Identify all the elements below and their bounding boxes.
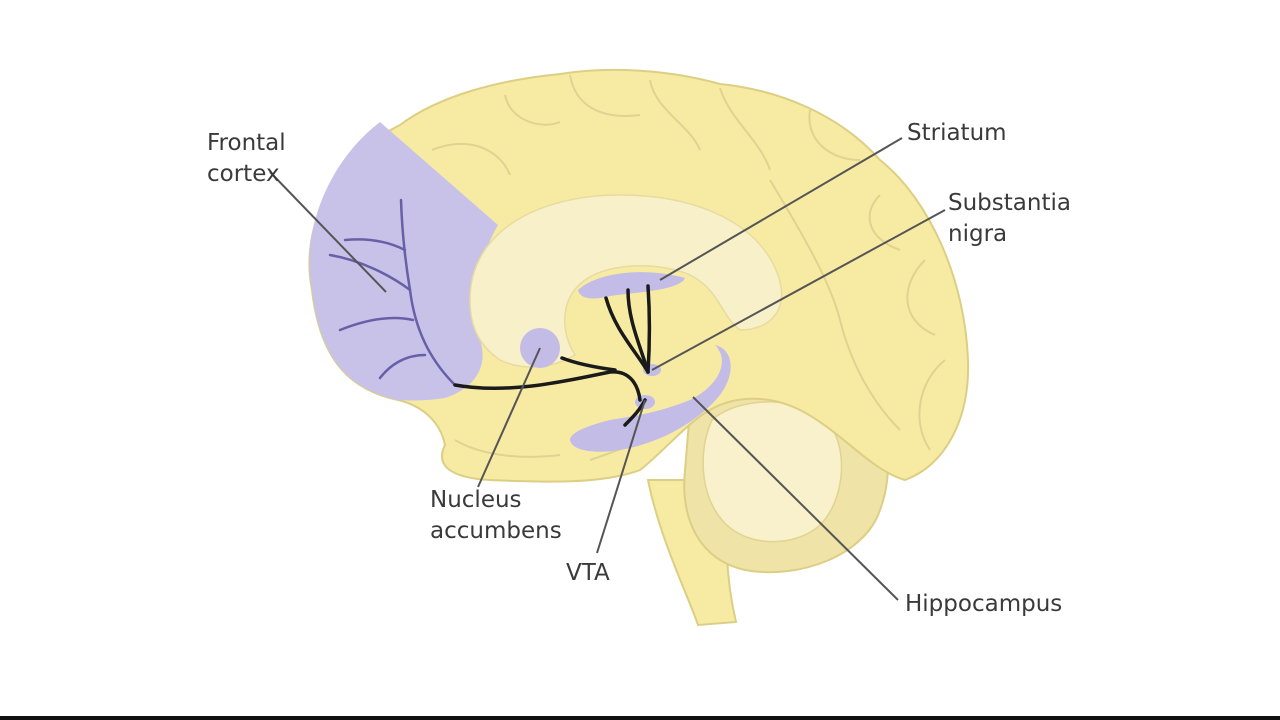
label-vta: VTA xyxy=(566,560,610,586)
leader-lines xyxy=(269,137,946,601)
cortical-projections xyxy=(328,198,457,387)
label-striatum: Striatum xyxy=(907,120,1007,146)
hippocampus-region xyxy=(570,345,731,452)
label-substantia-nigra-line2: nigra xyxy=(948,221,1007,247)
label-frontal-cortex-line2: cortex xyxy=(207,161,280,187)
bottom-border xyxy=(0,716,1280,720)
label-frontal-cortex-line1: Frontal xyxy=(207,130,286,156)
label-substantia-nigra-line1: Substantia xyxy=(948,190,1071,216)
striatum-region xyxy=(578,272,685,299)
label-hippocampus: Hippocampus xyxy=(905,591,1062,617)
frontal-cortex-region xyxy=(309,122,498,401)
label-nucleus-accumbens-line2: accumbens xyxy=(430,518,562,544)
label-nucleus-accumbens-line1: Nucleus xyxy=(430,487,522,513)
leader-substantia-nigra xyxy=(651,209,946,371)
dopamine-pathways xyxy=(453,284,652,427)
leader-frontal-cortex xyxy=(269,171,387,293)
leader-striatum xyxy=(659,137,903,281)
leader-vta xyxy=(596,399,646,554)
leader-hippocampus xyxy=(692,396,899,601)
leader-nucleus-accumbens xyxy=(477,347,541,488)
